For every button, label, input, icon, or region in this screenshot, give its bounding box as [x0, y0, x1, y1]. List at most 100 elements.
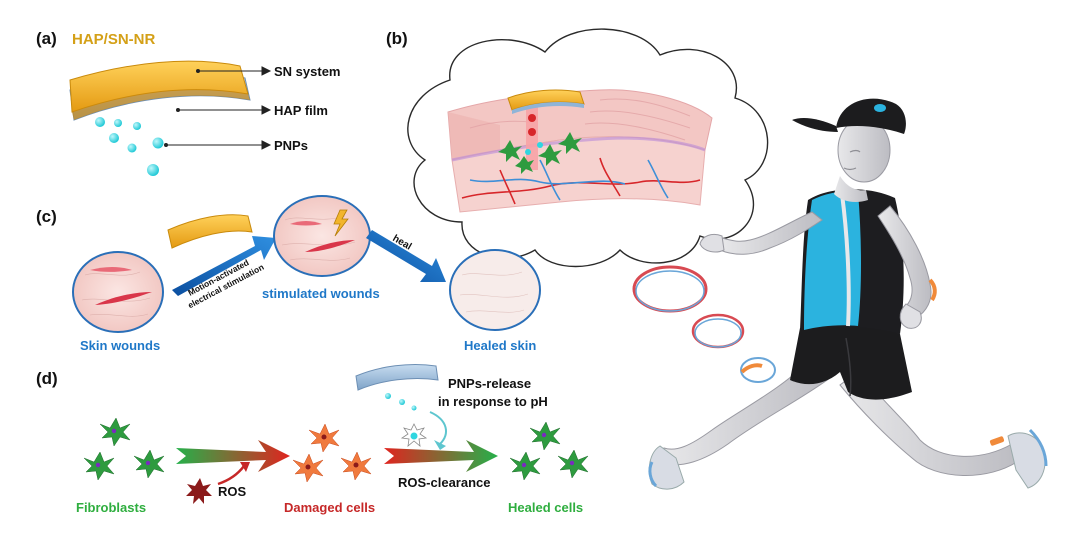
shirt-stripe	[840, 193, 851, 327]
shorts	[790, 323, 912, 400]
cell-nucleus	[111, 428, 117, 434]
skin-texture	[459, 271, 529, 313]
motion-ring	[740, 357, 776, 383]
shoe-accent	[648, 461, 658, 488]
cell-nucleus	[521, 462, 527, 468]
floating-patch	[167, 214, 253, 249]
pnp-bead	[114, 119, 122, 127]
label-healed-skin: Healed skin	[464, 338, 536, 353]
neck	[834, 176, 868, 202]
sn-system-edge	[72, 89, 250, 120]
callout-hap-film: HAP film	[274, 103, 328, 118]
panel-c-label: (c)	[36, 207, 57, 226]
label-damaged-cells: Damaged cells	[284, 500, 375, 515]
arrowhead	[261, 140, 272, 150]
skin-purple-layer	[451, 136, 706, 162]
fibroblast-cluster	[83, 417, 165, 481]
callout-dot	[196, 69, 200, 73]
red-cell	[528, 114, 536, 122]
pnp-bead	[133, 122, 141, 130]
panel-b: (b)	[386, 28, 769, 268]
wound-mark	[290, 221, 322, 226]
arrowhead	[261, 66, 272, 76]
cell-nucleus	[321, 434, 327, 440]
label-ros: ROS	[218, 484, 247, 499]
eye	[849, 149, 861, 153]
callout-sn-system: SN system	[274, 64, 340, 79]
release-line1: PNPs-release	[448, 376, 531, 391]
pnp-bead	[152, 137, 164, 149]
wound-mark	[90, 267, 132, 272]
pnp-bead	[537, 142, 543, 148]
arrowhead	[240, 462, 250, 472]
release-line2: in response to pH	[438, 394, 548, 409]
panel-d-label: (d)	[36, 369, 58, 388]
damaged-cell-cluster	[292, 423, 372, 483]
pnp-bead	[411, 405, 417, 411]
mouth	[843, 167, 857, 171]
cell-nucleus	[145, 460, 151, 466]
arrowhead	[434, 440, 446, 450]
arrow-stimulation	[172, 236, 276, 296]
release-arrow	[429, 411, 447, 445]
sensor-patch-knee	[740, 363, 763, 374]
ros-curve-arrow	[217, 465, 245, 486]
shoe-accent	[1028, 428, 1048, 467]
cap-brim	[792, 118, 838, 132]
release-film	[355, 364, 439, 391]
sensor-patch-ankle	[989, 436, 1005, 446]
label-stimulated-wounds: stimulated wounds	[262, 286, 380, 301]
wound-mark	[305, 240, 355, 252]
pnp-bead	[127, 143, 137, 153]
arrow-heal	[366, 230, 446, 282]
label-healed-cells: Healed cells	[508, 500, 583, 515]
callout-dot	[176, 108, 180, 112]
back-shoe	[648, 445, 685, 490]
label-ros-clearance: ROS-clearance	[398, 475, 491, 490]
arrowhead	[261, 105, 272, 115]
pnp-bead	[147, 164, 159, 176]
ros-star-icon	[186, 478, 212, 504]
label-skin-wounds: Skin wounds	[80, 338, 160, 353]
front-hand	[899, 303, 922, 329]
pnp-bead	[525, 149, 531, 155]
pnp-bead	[95, 117, 105, 127]
stimulated-wounds-circle	[273, 195, 371, 277]
skin-texture	[469, 98, 691, 141]
cell-nucleus	[305, 464, 311, 470]
back-hand	[699, 233, 725, 253]
pnp-bead	[109, 133, 119, 143]
shorts-seam	[845, 337, 852, 397]
panel-a-label: (a)	[36, 29, 57, 48]
patch-film-on-skin	[512, 102, 584, 114]
wound-mark	[95, 292, 152, 305]
runner-figure	[632, 98, 1048, 490]
lightning-icon	[333, 209, 349, 237]
cell-nucleus	[95, 462, 101, 468]
motion-ring	[694, 318, 742, 348]
healed-cell-cluster	[509, 421, 589, 481]
panel-b-label: (b)	[386, 29, 408, 48]
blood-vessels	[461, 157, 701, 205]
cap-logo	[874, 104, 886, 112]
red-cell	[528, 128, 536, 136]
fibroblast-cluster	[498, 132, 582, 174]
panel-d: (d) PNPs-release in response to pH ROS	[36, 364, 589, 515]
cell-nucleus	[541, 432, 547, 438]
sensor-patch-elbow	[928, 278, 937, 302]
callout-dot	[164, 143, 168, 147]
panel-a-title: HAP/SN-NR	[72, 31, 156, 48]
motion-ring	[635, 270, 705, 312]
pnp-bead	[399, 399, 405, 405]
skin-wounds-circle	[72, 251, 164, 333]
cell-nucleus	[353, 462, 359, 468]
panel-a: (a) HAP/SN-NR SN system HAP film PNPs	[36, 29, 340, 176]
pnp-bead	[385, 393, 391, 399]
label-fibroblasts: Fibroblasts	[76, 500, 146, 515]
callout-pnps: PNPs	[274, 138, 308, 153]
label-pnps-release: PNPs-release in response to pH	[438, 376, 548, 409]
arrow-ros-clearance	[384, 440, 498, 472]
healed-skin-circle	[449, 249, 541, 331]
